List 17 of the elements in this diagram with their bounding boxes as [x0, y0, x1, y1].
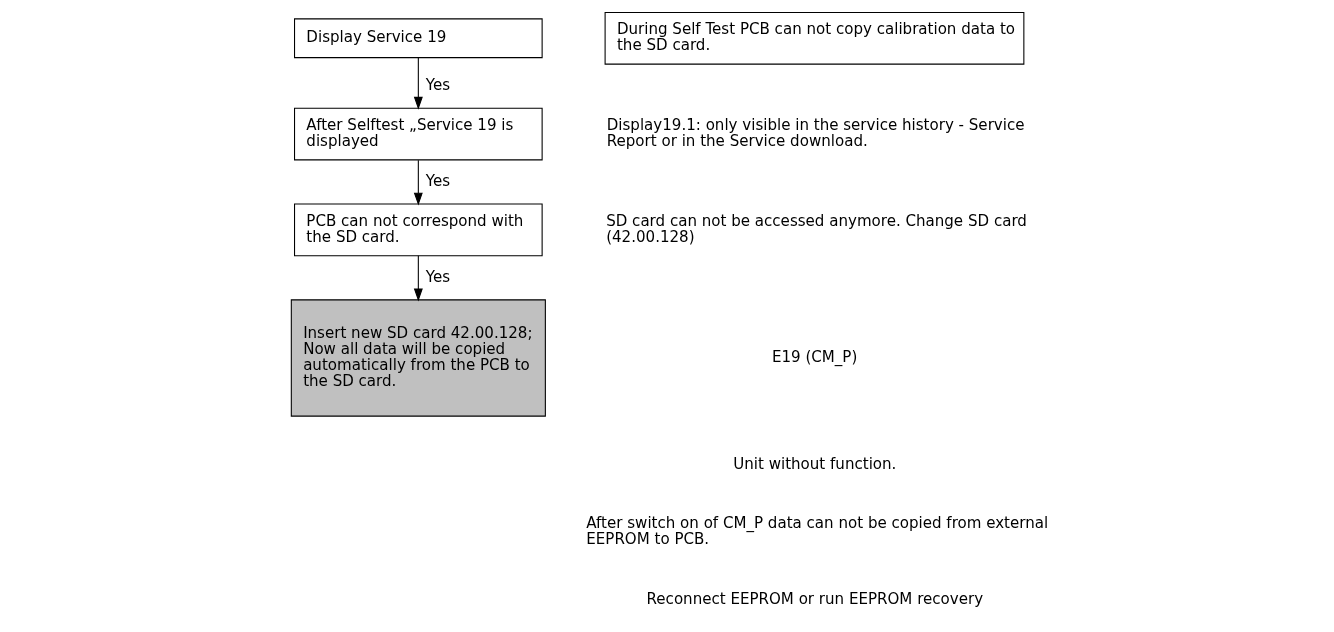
arrow	[413, 255, 423, 302]
node-box: During Self Test PCB can not copy calibration data to the SD card.	[604, 11, 1025, 65]
edge-label: Yes	[425, 171, 451, 190]
label: E19 (CM_P)	[771, 347, 858, 366]
label: Unit without function.	[733, 454, 897, 473]
node-box: Insert new SD card 42.00.128; Now all data will be copied automatically from the PCB to the SD card.	[290, 299, 546, 417]
edge-label: Yes	[425, 76, 451, 95]
arrow	[413, 57, 423, 110]
edge-label: Yes	[425, 267, 451, 286]
node-box: PCB can not correspond with the SD card.	[294, 203, 543, 257]
arrow	[413, 159, 423, 206]
label: SD card can not be accessed anymore. Change SD card (42.00.128)	[606, 211, 1027, 246]
label: Display19.1: only visible in the service history - Service Report or in the Service download.	[606, 115, 1025, 151]
label: Reconnect EEPROM or run EEPROM recovery	[646, 590, 984, 609]
label: After switch on of CM_P data can not be copied from external EEPROM to PCB.	[586, 514, 1049, 549]
node-box: Display Service 19	[294, 18, 543, 59]
node-box: After Selftest „Service 19 is displayed	[294, 107, 543, 161]
